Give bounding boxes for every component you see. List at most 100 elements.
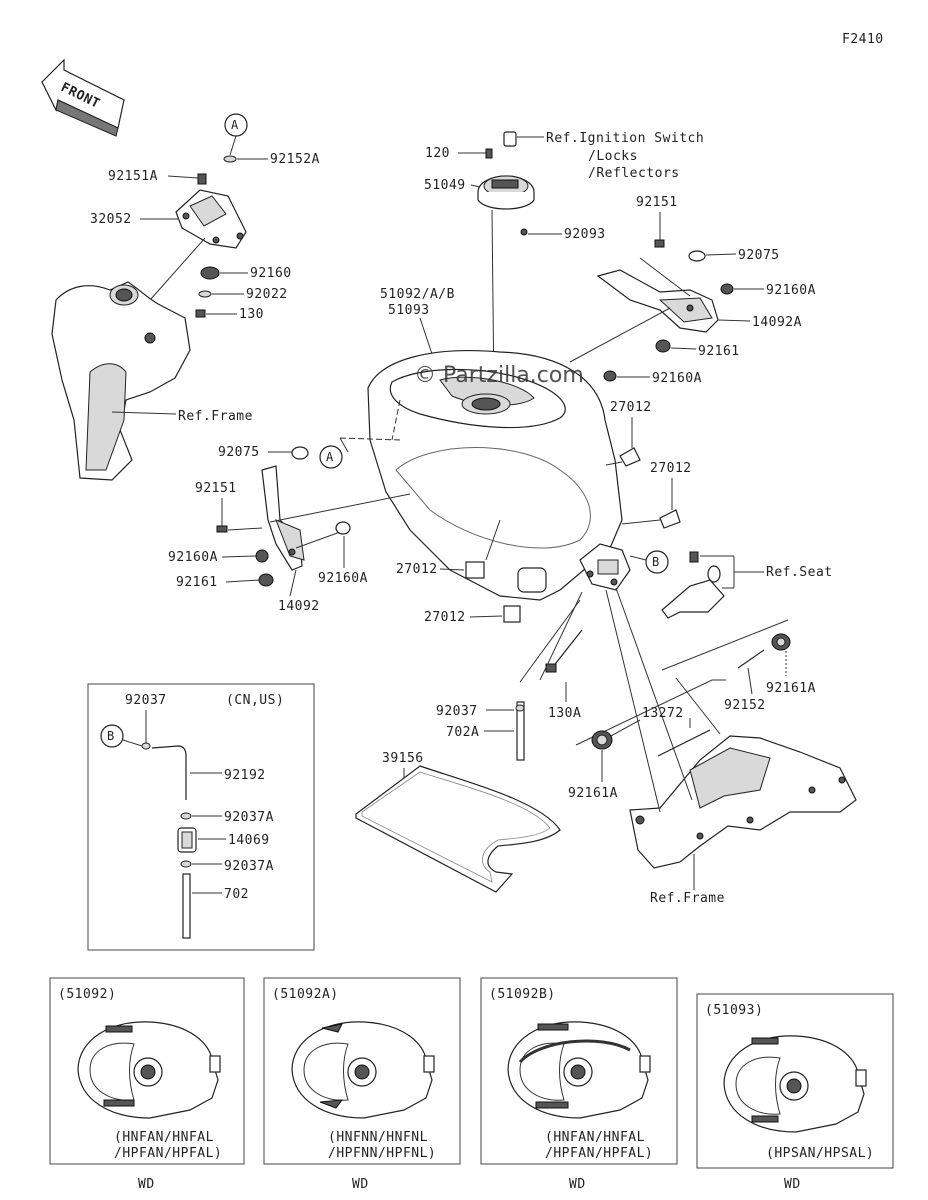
inset-hose-92192 xyxy=(151,745,187,800)
variant-panel-3: (51092B) (HNFAN/HNFAL /HPFAN/HPFAL) WD xyxy=(480,977,678,1192)
variant-2-models-1: (HNFNN/HNFNL xyxy=(328,1130,428,1145)
label-ref-ignition-1: Ref.Ignition Switch xyxy=(546,131,704,146)
label-92161-left: 92161 xyxy=(176,575,218,590)
frame-right xyxy=(629,735,857,869)
label-27012-a: 27012 xyxy=(610,400,652,415)
bolt-130 xyxy=(195,309,206,318)
damper-92161-left xyxy=(258,573,274,587)
inset-region: (CN,US) xyxy=(226,693,284,708)
fuel-cap-51049 xyxy=(477,175,535,210)
inset-clamp-92037A-1 xyxy=(180,812,192,820)
callout-b-inset-label: B xyxy=(107,729,115,743)
label-92075-left: 92075 xyxy=(218,445,260,460)
washer-92022 xyxy=(198,290,212,298)
variant-2-code: (51092A) xyxy=(272,987,339,1002)
label-92160A-lower: 92160A xyxy=(318,571,368,586)
label-130A: 130A xyxy=(548,706,581,721)
fuel-tank xyxy=(367,350,623,601)
callout-b-main xyxy=(645,550,669,574)
grommet-92075-right xyxy=(688,250,706,262)
label-120: 120 xyxy=(425,146,450,161)
front-arrow-icon xyxy=(41,58,125,137)
label-92161A-right: 92161A xyxy=(766,681,816,696)
label-51092AB: 51092/A/B xyxy=(380,287,455,302)
variant-panel-2: (51092A) (HNFNN/HNFNL /HPFNN/HPFNL) WD xyxy=(263,977,461,1192)
label-14092: 14092 xyxy=(278,599,320,614)
damper-92161A-right xyxy=(771,633,791,651)
callout-b-inset xyxy=(100,724,124,748)
label-51093: 51093 xyxy=(388,303,430,318)
inset-clamp-92037A-2 xyxy=(180,860,192,868)
hose-702A xyxy=(516,701,525,761)
label-27012-d: 27012 xyxy=(424,610,466,625)
label-51049: 51049 xyxy=(424,178,466,193)
damper-92160A-left xyxy=(255,549,269,563)
screw-120 xyxy=(485,148,493,159)
watermark: © Partzilla.com xyxy=(414,363,584,388)
callout-b-main-label: B xyxy=(652,555,660,569)
callout-a-top-label: A xyxy=(231,118,239,132)
seat-latch xyxy=(661,551,725,619)
clamp-92037 xyxy=(515,704,525,712)
screw-92093 xyxy=(520,228,528,236)
tank-hinge xyxy=(579,543,631,591)
label-ref-seat: Ref.Seat xyxy=(766,565,833,580)
label-92151-left: 92151 xyxy=(195,481,237,496)
label-ref-frame-left: Ref.Frame xyxy=(178,409,253,424)
diagram-code: F2410 xyxy=(842,32,884,47)
label-702A: 702A xyxy=(446,725,479,740)
inset-label-92037A-1: 92037A xyxy=(224,810,274,825)
inset-filter-14069 xyxy=(177,827,197,853)
ignition-switch-stub xyxy=(503,131,517,147)
damper-92161A-low xyxy=(591,730,613,750)
inset-hose-702 xyxy=(182,873,191,939)
label-92161-right: 92161 xyxy=(698,344,740,359)
label-14092A: 14092A xyxy=(752,315,802,330)
variant-1-tank-icon xyxy=(77,1021,221,1119)
pad-27012-d xyxy=(503,605,521,623)
variant-4-footer: WD xyxy=(784,1177,801,1192)
pad-27012-b xyxy=(659,509,681,529)
bolt-92151A xyxy=(197,173,207,185)
label-92152: 92152 xyxy=(724,698,766,713)
variant-panel-4: (51093) (HPSAN/HPSAL) WD xyxy=(696,993,894,1192)
callout-a-tank xyxy=(319,445,343,469)
damper-92160A-mid xyxy=(603,370,617,382)
label-ref-frame-right: Ref.Frame xyxy=(650,891,725,906)
inset-label-92037A-2: 92037A xyxy=(224,859,274,874)
variant-2-tank-icon xyxy=(291,1021,435,1119)
variant-4-tank-icon xyxy=(723,1035,867,1133)
damper-92160 xyxy=(200,266,220,280)
pad-27012-a xyxy=(619,447,641,467)
variant-1-footer: WD xyxy=(138,1177,155,1192)
label-92075-right: 92075 xyxy=(738,248,780,263)
inset-label-702: 702 xyxy=(224,887,249,902)
label-13272: 13272 xyxy=(642,706,684,721)
label-92161A-low: 92161A xyxy=(568,786,618,801)
bolt-92151-left xyxy=(216,525,228,533)
label-92152A: 92152A xyxy=(270,152,320,167)
label-92160A-right: 92160A xyxy=(766,283,816,298)
variant-3-models-2: /HPFAN/HPFAL) xyxy=(545,1146,653,1161)
label-92160A-mid: 92160A xyxy=(652,371,702,386)
inset-box xyxy=(87,683,315,951)
variant-4-models-1: (HPSAN/HPSAL) xyxy=(766,1146,874,1161)
variant-1-models-1: (HNFAN/HNFAL xyxy=(114,1130,214,1145)
label-92160: 92160 xyxy=(250,266,292,281)
variant-4-code: (51093) xyxy=(705,1003,763,1018)
bracket-32052 xyxy=(175,189,247,249)
label-32052: 32052 xyxy=(90,212,132,227)
damper-92160A-lower xyxy=(335,521,351,535)
damper-92161-right xyxy=(655,339,671,353)
variant-3-tank-icon xyxy=(507,1021,651,1119)
callout-a-tank-label: A xyxy=(326,450,334,464)
label-27012-c: 27012 xyxy=(396,562,438,577)
variant-2-models-2: /HPFNN/HPFNL) xyxy=(328,1146,436,1161)
bracket-14092 xyxy=(261,465,305,571)
label-92151A: 92151A xyxy=(108,169,158,184)
label-ref-ignition-3: /Reflectors xyxy=(588,166,680,181)
variant-1-models-2: /HPFAN/HPFAL) xyxy=(114,1146,222,1161)
variant-panel-1: (51092) (HNFAN/HNFAL /HPFAN/HPFAL) WD xyxy=(49,977,245,1192)
variant-1-code: (51092) xyxy=(58,987,116,1002)
